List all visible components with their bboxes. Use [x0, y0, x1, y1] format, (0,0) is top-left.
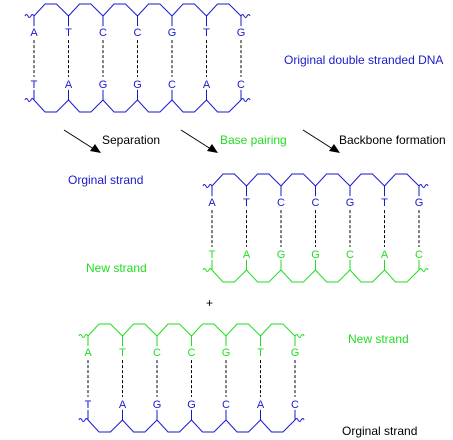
bottom-base-letter: C [291, 399, 299, 411]
top-base-letter: C [188, 347, 196, 359]
top-backbone [211, 173, 420, 187]
bottom-base-letter: C [237, 79, 245, 91]
bottom-base-letter: G [153, 399, 162, 411]
arrow-base-pairing-icon [180, 129, 218, 153]
arrow-backbone-formation-icon [302, 129, 340, 153]
bottom-base-letter: A [257, 399, 265, 411]
strand-end-squiggle [78, 418, 89, 422]
top-base-letter: T [65, 27, 72, 39]
original-double-stranded-dna: A T T A C G C G G C T A G C [24, 3, 251, 113]
top-base-letter: A [208, 197, 216, 209]
strand-end-squiggle [24, 14, 35, 18]
bottom-base-letter: G [133, 79, 142, 91]
strand-end-squiggle [240, 14, 251, 18]
strand-end-squiggle [418, 184, 429, 188]
bottom-base-letter: A [203, 79, 211, 91]
top-base-letter: C [153, 347, 161, 359]
top-base-letter: T [243, 197, 250, 209]
top-base-letter: G [291, 347, 300, 359]
original-dna-label: Original double stranded DNA [284, 53, 443, 67]
original-strand-label-2: Orginal strand [342, 424, 417, 438]
top-base-letter: G [222, 347, 231, 359]
top-base-letter: A [30, 27, 38, 39]
bottom-base-letter: G [277, 249, 286, 261]
bottom-backbone [33, 99, 242, 113]
strand-end-squiggle [294, 334, 305, 338]
backbone-formation-label: Backbone formation [339, 133, 446, 147]
bottom-base-letter: G [187, 399, 196, 411]
new-strand-label-2: New strand [348, 332, 409, 346]
top-base-letter: G [168, 27, 177, 39]
replicated-dna-original-top: A T T A C G C G G C T A G C [202, 173, 429, 283]
top-base-letter: G [346, 197, 355, 209]
bottom-base-letter: C [168, 79, 176, 91]
strand-end-squiggle [294, 418, 305, 422]
top-backbone [87, 323, 296, 337]
top-base-letter: T [119, 347, 126, 359]
replicated-dna-new-top: A T T A C G C G G C T A G C [78, 323, 305, 433]
top-backbone [33, 3, 242, 17]
bottom-base-letter: A [119, 399, 127, 411]
bottom-base-letter: G [311, 249, 320, 261]
top-base-letter: A [84, 347, 92, 359]
plus-sign: + [206, 296, 213, 310]
top-base-letter: C [277, 197, 285, 209]
strand-end-squiggle [240, 98, 251, 102]
top-base-letter: C [134, 27, 142, 39]
bottom-base-letter: C [415, 249, 423, 261]
top-base-letter: T [381, 197, 388, 209]
separation-label: Separation [102, 133, 160, 147]
bottom-base-letter: A [65, 79, 73, 91]
top-base-letter: T [257, 347, 264, 359]
top-base-letter: C [99, 27, 107, 39]
strand-end-squiggle [78, 334, 89, 338]
bottom-base-letter: C [346, 249, 354, 261]
base-pairing-label: Base pairing [220, 133, 287, 147]
bottom-base-letter: T [209, 249, 216, 261]
bottom-backbone [211, 269, 420, 283]
bottom-base-letter: A [243, 249, 251, 261]
top-base-letter: C [312, 197, 320, 209]
arrow-separation-icon [63, 129, 101, 153]
strand-end-squiggle [24, 98, 35, 102]
top-base-letter: T [203, 27, 210, 39]
top-base-letter: G [237, 27, 246, 39]
strand-end-squiggle [202, 184, 213, 188]
bottom-base-letter: G [99, 79, 108, 91]
strand-end-squiggle [202, 268, 213, 272]
bottom-base-letter: T [85, 399, 92, 411]
top-base-letter: G [415, 197, 424, 209]
strand-end-squiggle [418, 268, 429, 272]
original-strand-label-1: Orginal strand [68, 173, 143, 187]
bottom-backbone [87, 419, 296, 433]
bottom-base-letter: C [222, 399, 230, 411]
bottom-base-letter: T [31, 79, 38, 91]
bottom-base-letter: A [381, 249, 389, 261]
new-strand-label-1: New strand [86, 261, 147, 275]
